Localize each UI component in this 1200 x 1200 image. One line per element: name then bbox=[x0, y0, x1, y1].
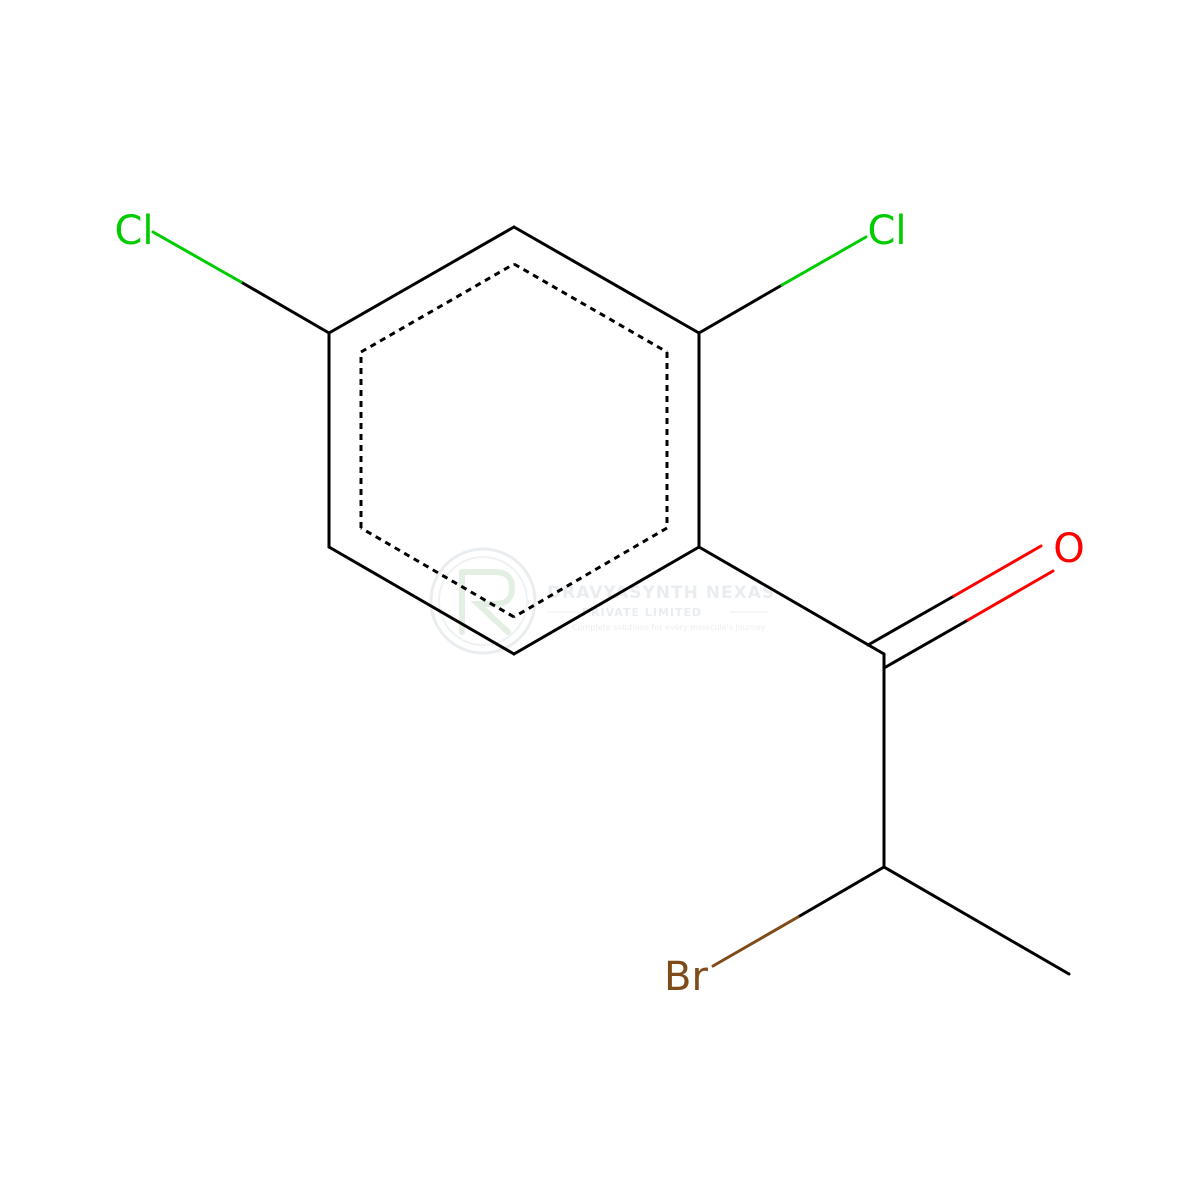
watermark-tagline: Complete solutions for every molecule's … bbox=[572, 623, 766, 632]
aromatic-inner-ring bbox=[359, 262, 669, 619]
bond-c-br bbox=[711, 865, 886, 968]
atom-label-bromine: Br bbox=[664, 954, 708, 1000]
bond-c-cl-left bbox=[151, 230, 331, 335]
ring-bond-c3-c4 bbox=[512, 545, 701, 656]
bond-c-cl-right bbox=[697, 235, 868, 335]
atom-label-cl-right: Cl bbox=[867, 208, 906, 254]
ring-bond-c4-c5 bbox=[327, 545, 516, 656]
watermark-logo: DRAVYASYNTH NEXAS PRIVATE LIMITED Comple… bbox=[429, 547, 775, 655]
ring-bond-c1-c2 bbox=[512, 225, 701, 335]
bond-ring-carbonyl bbox=[697, 545, 886, 656]
ring-bond-c6-c1 bbox=[327, 225, 516, 335]
bond-carbonyl-double bbox=[866, 544, 1055, 670]
bond-alpha-methyl bbox=[882, 865, 1071, 976]
atom-label-cl-left: Cl bbox=[114, 208, 153, 254]
atom-label-oxygen: O bbox=[1053, 526, 1084, 572]
benzene-ring bbox=[327, 225, 701, 656]
watermark-subtitle: PRIVATE LIMITED bbox=[582, 606, 702, 619]
watermark-title: DRAVYASYNTH NEXAS bbox=[547, 583, 775, 603]
